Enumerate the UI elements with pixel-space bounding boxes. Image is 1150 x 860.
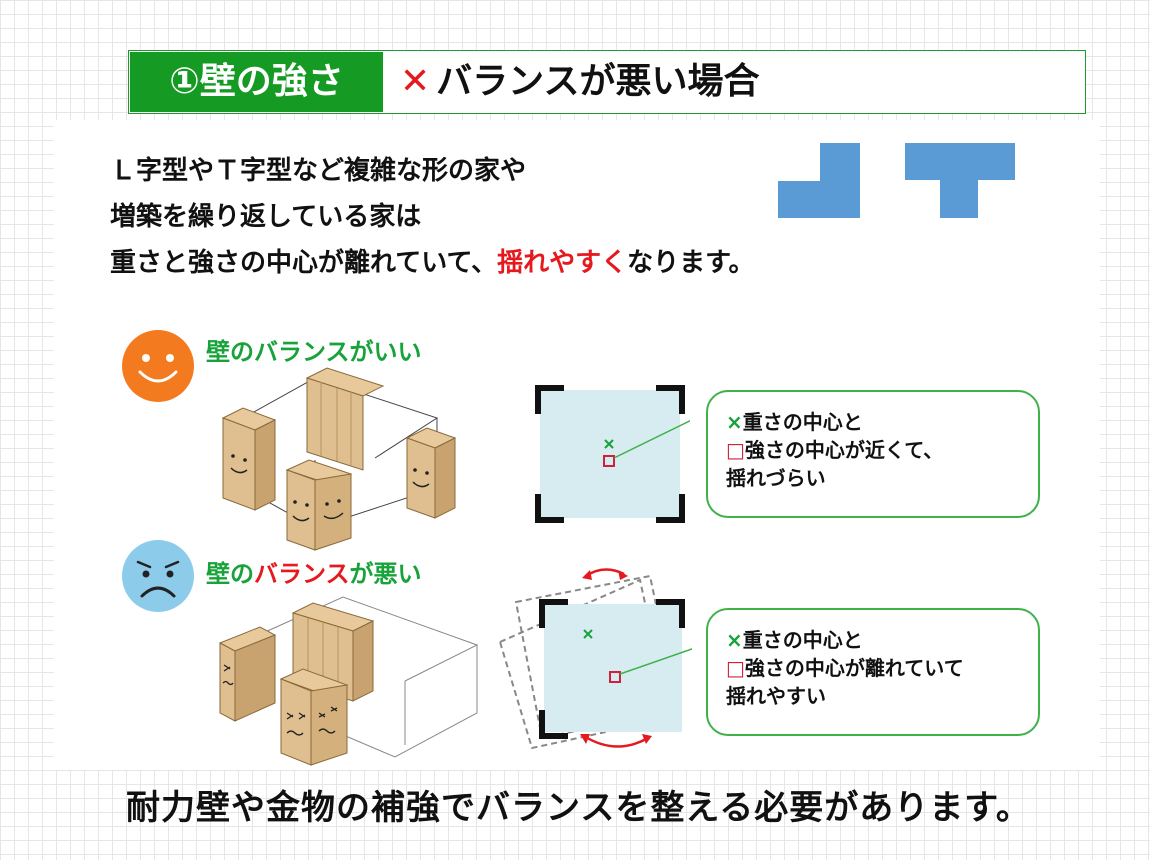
balanced-plan-diagram (535, 385, 690, 523)
bad-balance-label-prefix: 壁の (206, 560, 254, 588)
strength-center-icon (603, 455, 615, 467)
balanced-callout-line-1: 重さの中心と (742, 410, 863, 434)
unbalanced-callout-line-3: 揺れやすい (726, 684, 826, 708)
unbalanced-plan-diagram (498, 568, 692, 750)
unbalanced-callout: ×重さの中心と □強さの中心が離れていて 揺れやすい (706, 608, 1040, 736)
t-shape-icon (905, 143, 1015, 218)
unbalanced-walls-illustration (218, 596, 479, 766)
cross-mark-icon: ✕ (400, 61, 431, 102)
bad-balance-highlight: バランス (254, 560, 350, 588)
balanced-callout-line-3: 揺れづらい (726, 466, 826, 490)
intro-highlight: 揺れやすく (497, 248, 628, 278)
bad-balance-label-suffix: が悪い (349, 560, 422, 588)
sad-face-icon (122, 540, 194, 612)
rotation-arrow-bottom-icon (583, 734, 649, 748)
page-title: ✕バランスが悪い場合 (400, 52, 759, 112)
happy-face-icon (122, 330, 194, 402)
intro-line-3-prefix: 重さと強さの中心が離れていて、 (110, 248, 498, 278)
intro-line-3-suffix: なります。 (627, 248, 755, 278)
bad-balance-label: 壁のバランスが悪い (206, 554, 422, 589)
section-chip: ①壁の強さ (130, 52, 383, 112)
weight-center-icon (583, 629, 593, 639)
balanced-callout: ×重さの中心と □強さの中心が近くて、 揺れづらい (706, 390, 1040, 518)
weight-center-mark: × (726, 410, 743, 434)
weight-center-mark: × (726, 628, 743, 652)
unbalanced-callout-line-1: 重さの中心と (742, 628, 863, 652)
strength-center-mark: □ (726, 656, 745, 680)
strength-center-mark: □ (726, 438, 745, 462)
intro-line-1: Ｌ字型やＴ字型など複雑な形の家や (110, 156, 527, 186)
conclusion-text: 耐力壁や金物の補強でバランスを整える必要があります。 (126, 788, 1031, 828)
balanced-walls-illustration (221, 367, 457, 551)
balanced-callout-line-2: 強さの中心が近くて、 (744, 438, 944, 462)
page-title-text: バランスが悪い場合 (436, 61, 760, 102)
strength-center-icon (609, 671, 621, 683)
intro-line-2: 増築を繰り返している家は (110, 202, 422, 232)
l-shape-icon (778, 143, 860, 218)
weight-center-icon (604, 439, 614, 449)
intro-line-3: 重さと強さの中心が離れていて、揺れやすくなります。 (110, 242, 755, 279)
unbalanced-callout-line-2: 強さの中心が離れていて (744, 656, 964, 680)
good-balance-label: 壁のバランスがいい (206, 338, 422, 366)
house-shape-icons (778, 143, 1015, 218)
